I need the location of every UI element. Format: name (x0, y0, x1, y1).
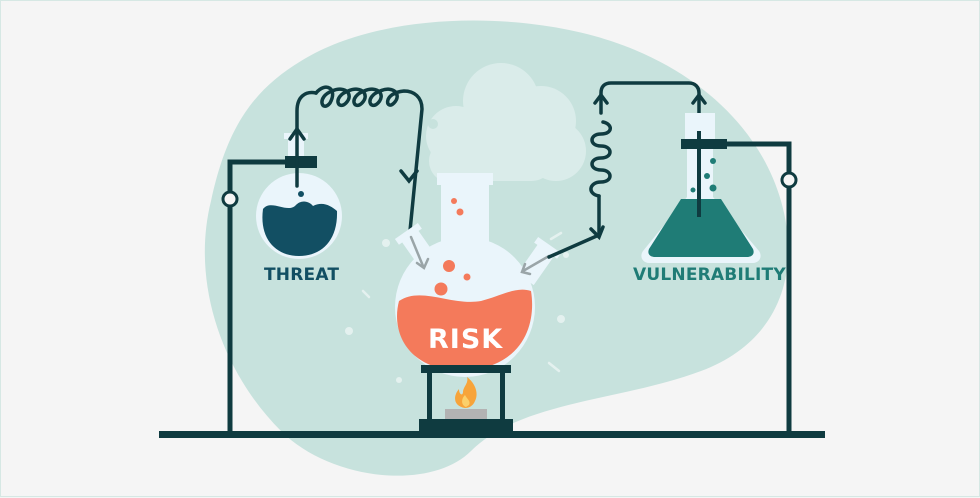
vulnerability-coil-tube (547, 81, 707, 259)
threat-label: THREAT (264, 265, 340, 285)
right-clamp-knob (780, 171, 798, 189)
burner-stand (419, 365, 513, 431)
flame-icon (455, 377, 477, 408)
steam-cloud-icon (426, 63, 586, 183)
right-stand (725, 141, 792, 433)
vulnerability-flask-icon (641, 113, 761, 263)
left-clamp-knob (221, 190, 239, 208)
sparkle-dashes (361, 231, 563, 373)
risk-label: RISK (428, 324, 504, 355)
sparkle-dots (345, 239, 569, 383)
threat-coil-tube (288, 85, 424, 243)
bench-bar (159, 431, 825, 438)
left-stand (227, 159, 291, 433)
vulnerability-label: VULNERABILITY (633, 265, 786, 285)
threat-flask-icon (256, 133, 342, 259)
